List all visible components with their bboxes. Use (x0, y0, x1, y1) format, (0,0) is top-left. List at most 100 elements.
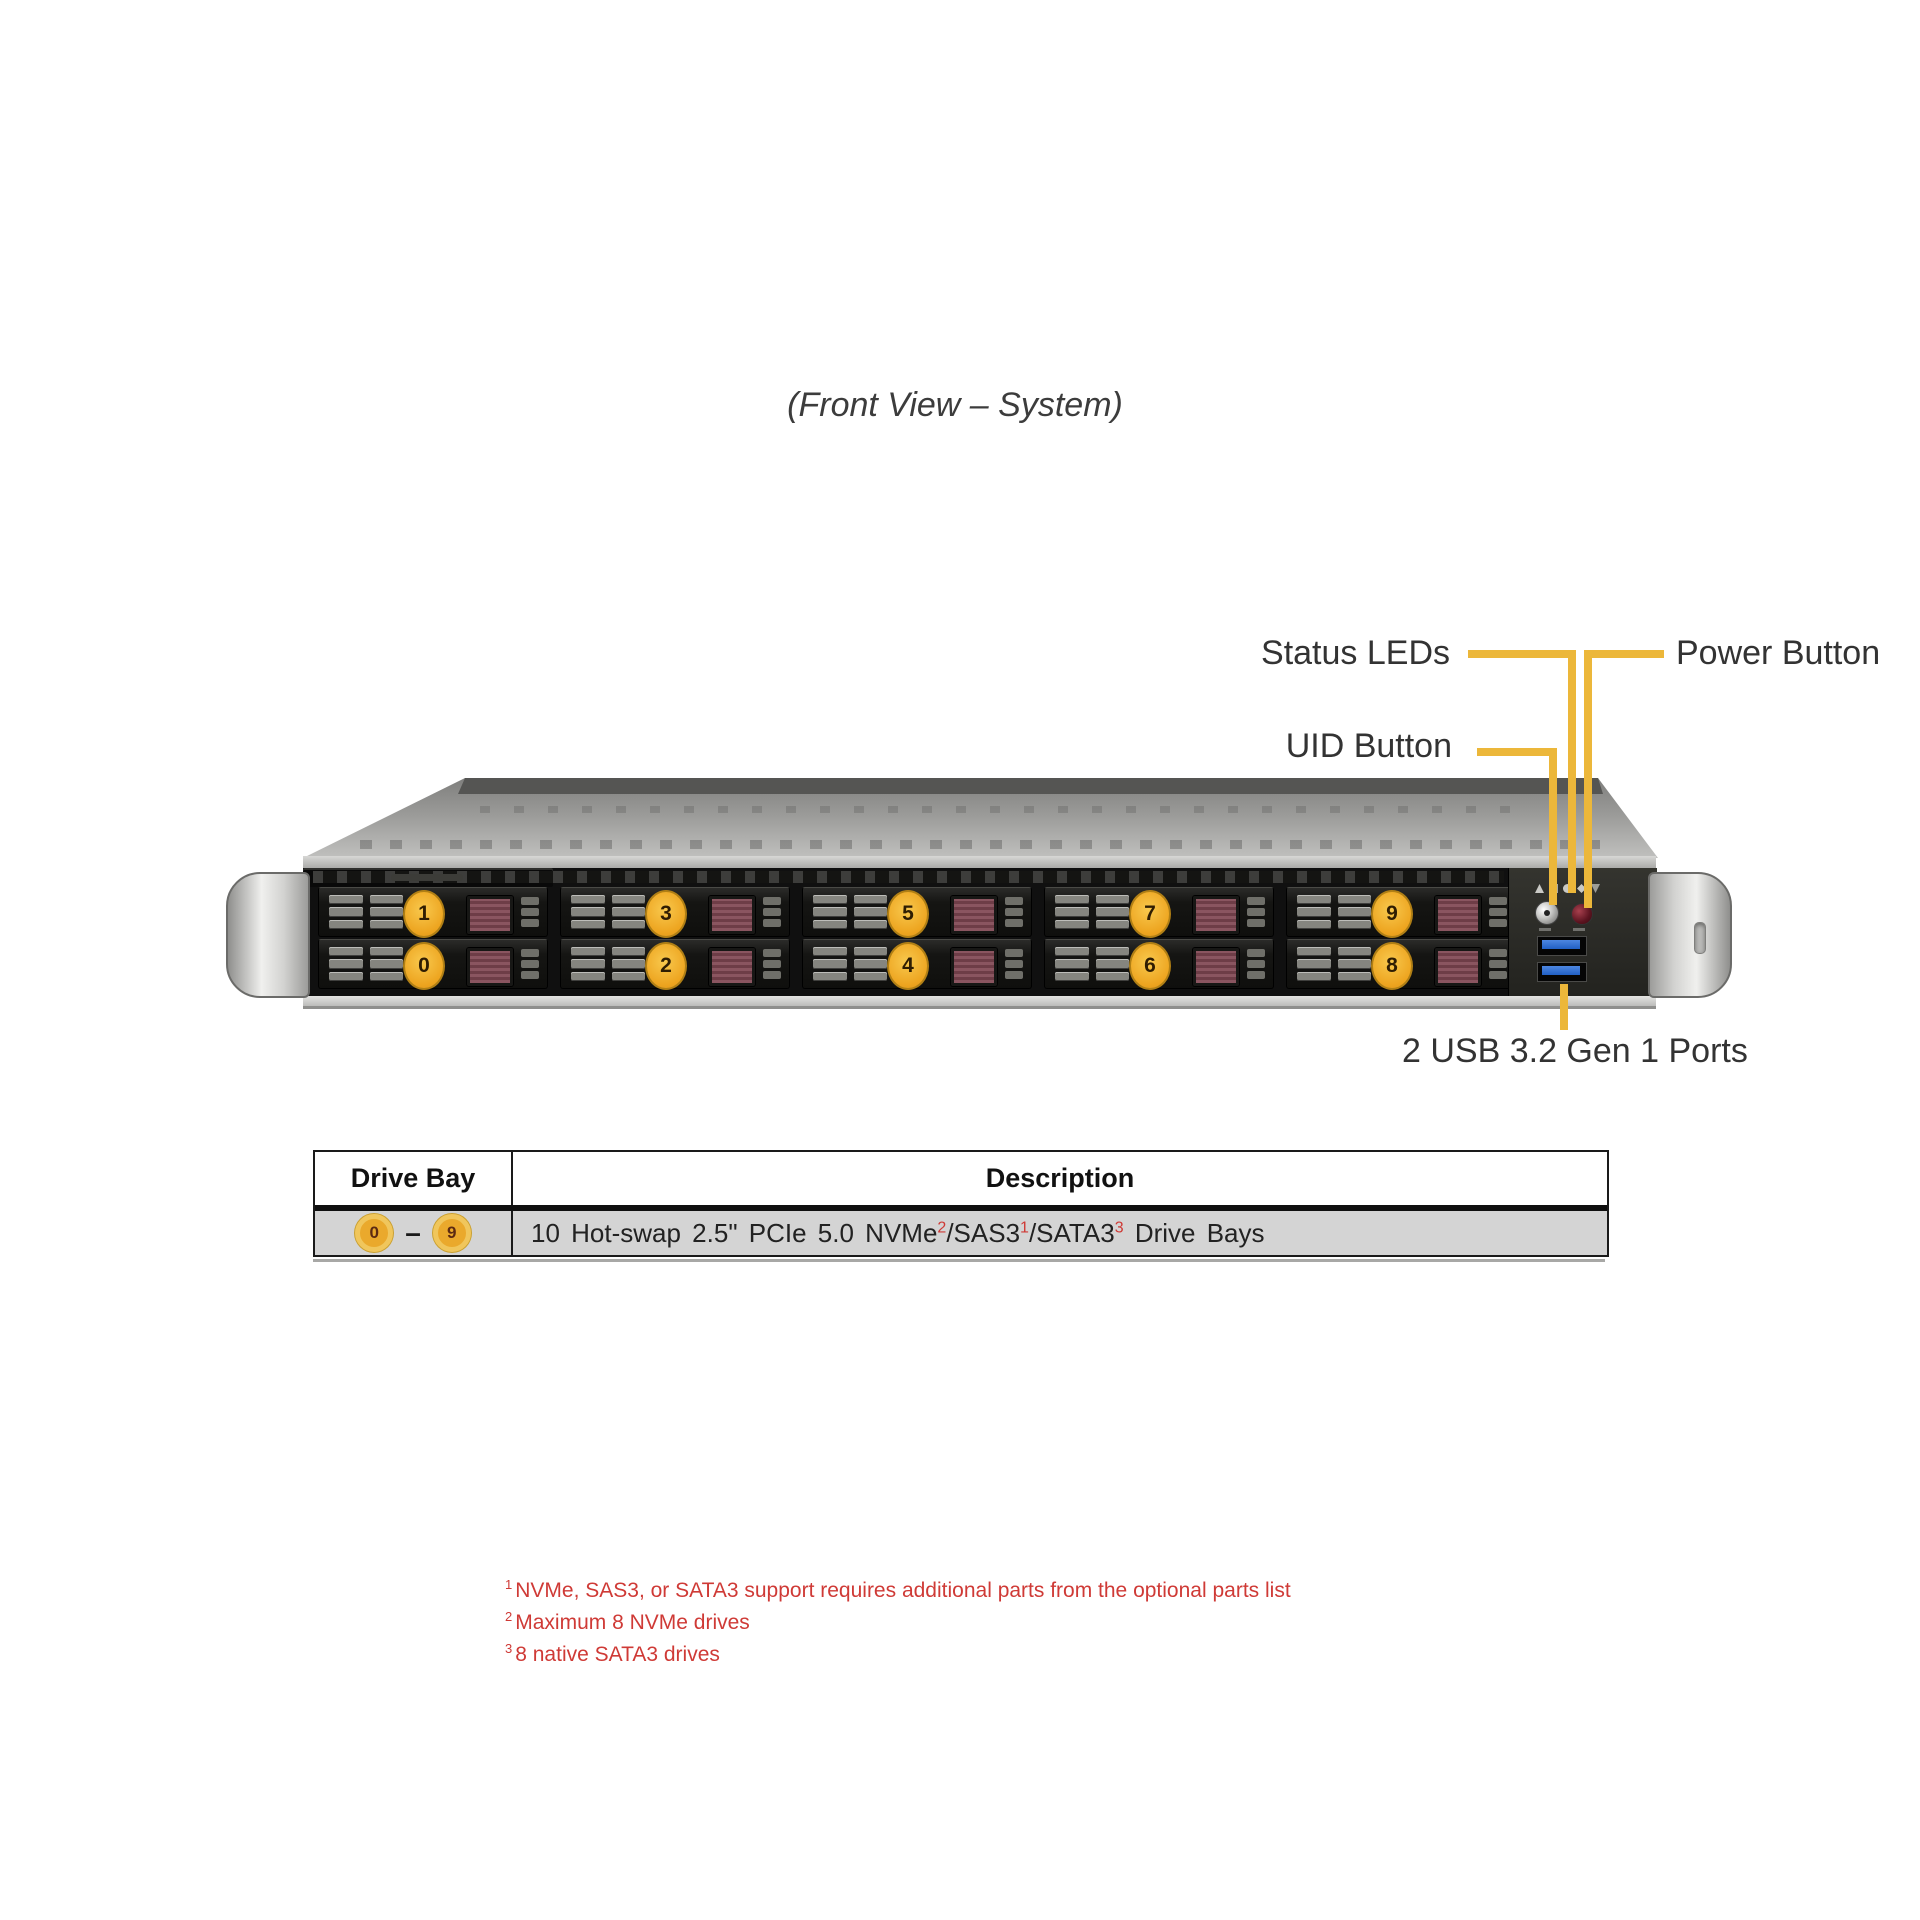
status-led-icon (1535, 884, 1544, 893)
tray-vents (521, 897, 539, 927)
tray-vents (1247, 949, 1265, 979)
power-button-callout-line (1584, 650, 1664, 658)
power-button-label: Power Button (1676, 634, 1881, 672)
uid-button (1535, 901, 1559, 925)
drive-latch (951, 948, 997, 986)
drive-latch (1193, 896, 1239, 934)
bay-number-badge: 6 (1129, 942, 1171, 990)
description-superscript: 1 (1020, 1218, 1029, 1236)
uid-button-label: UID Button (1285, 727, 1452, 765)
tray-vents (763, 897, 781, 927)
tray-vents (763, 949, 781, 979)
drive-tray: 8 (1286, 939, 1516, 990)
chassis-top-vents (360, 840, 1600, 849)
bay-number-badge: 2 (645, 942, 687, 990)
drive-latch (951, 896, 997, 934)
power-button (1571, 903, 1593, 925)
bay-number-badge: 5 (887, 890, 929, 938)
status-led-icon (1591, 884, 1600, 893)
tray-vents (1247, 897, 1265, 927)
drive-latch (709, 948, 755, 986)
panel-button-marks (1539, 928, 1609, 931)
front-control-panel (1508, 868, 1657, 996)
status-led-icon (1563, 884, 1572, 893)
status-leds-label: Status LEDs (1261, 634, 1450, 672)
tray-vents (1489, 897, 1507, 927)
table-header-description: Description (985, 1163, 1135, 1193)
tray-vents (521, 949, 539, 979)
bay-number-badge: 7 (1129, 890, 1171, 938)
tray-vents (1055, 895, 1129, 929)
drive-latch (1435, 948, 1481, 986)
chassis-front-lip (303, 856, 1656, 868)
drive-tray: 1 (318, 887, 548, 938)
chassis-bottom-edge (303, 996, 1656, 1009)
drive-latch (1193, 948, 1239, 986)
bay-range-dash: – (405, 1217, 421, 1248)
bay-number-badge: 0 (403, 942, 445, 990)
drive-tray: 6 (1044, 939, 1274, 990)
usb-ports-callout-line (1560, 984, 1568, 1030)
tray-vents (813, 947, 887, 981)
drive-latch (467, 948, 513, 986)
drive-tray: 5 (802, 887, 1032, 938)
chassis-ear-left (226, 872, 310, 998)
bay-number-badge: 3 (645, 890, 687, 938)
description-superscript: 3 (1114, 1218, 1124, 1236)
ear-mounting-slot (1694, 922, 1706, 954)
status-leds-callout-line (1468, 650, 1576, 658)
bay-number-badge: 8 (1371, 942, 1413, 990)
tray-vents (813, 895, 887, 929)
drive-bay-table: Drive Bay Description 0 – 9 10 Hot-swap … (313, 1150, 1609, 1257)
table-header-drive-bay: Drive Bay (350, 1163, 476, 1193)
server-chassis-top (303, 778, 1658, 858)
tray-vents (1005, 897, 1023, 927)
power-button-callout-line (1584, 650, 1592, 908)
uid-button-callout-line (1549, 748, 1557, 905)
tray-vents (1005, 949, 1023, 979)
tray-vents (571, 895, 645, 929)
drive-tray: 3 (560, 887, 790, 938)
uid-button-callout-line (1477, 748, 1557, 756)
tray-vents (1297, 895, 1371, 929)
table-header-row: Drive Bay Description (315, 1152, 1607, 1205)
drive-tray: 2 (560, 939, 790, 990)
tray-vents (1297, 947, 1371, 981)
description-cell: 10 Hot-swap 2.5" PCIe 5.0 NVMe2/SAS31/SA… (531, 1217, 1265, 1248)
tray-vents (329, 947, 403, 981)
status-leds-callout-line (1568, 650, 1576, 893)
drive-tray: 4 (802, 939, 1032, 990)
table-row: 0 – 9 10 Hot-swap 2.5" PCIe 5.0 NVMe2/SA… (315, 1211, 1607, 1255)
drive-tray: 9 (1286, 887, 1516, 938)
status-led-icon (1577, 884, 1586, 893)
bay-range-end-badge: 9 (432, 1214, 471, 1252)
bay-number-badge: 4 (887, 942, 929, 990)
chassis-ear-right (1648, 872, 1732, 998)
bay-number-badge: 9 (1371, 890, 1413, 938)
usb-port (1537, 936, 1587, 956)
table-shadow (313, 1259, 1605, 1262)
drive-latch (709, 896, 755, 934)
table-separator (315, 1205, 1607, 1211)
drive-tray: 0 (318, 939, 548, 990)
usb-port (1537, 962, 1587, 982)
bay-number-badge: 1 (403, 890, 445, 938)
tray-vents (571, 947, 645, 981)
tray-vents (1055, 947, 1129, 981)
figure-title: (Front View – System) (787, 386, 1123, 424)
description-superscript: 2 (937, 1218, 947, 1236)
drive-tray: 7 (1044, 887, 1274, 938)
drive-latch (1435, 896, 1481, 934)
usb-ports-label: 2 USB 3.2 Gen 1 Ports (1402, 1032, 1748, 1070)
